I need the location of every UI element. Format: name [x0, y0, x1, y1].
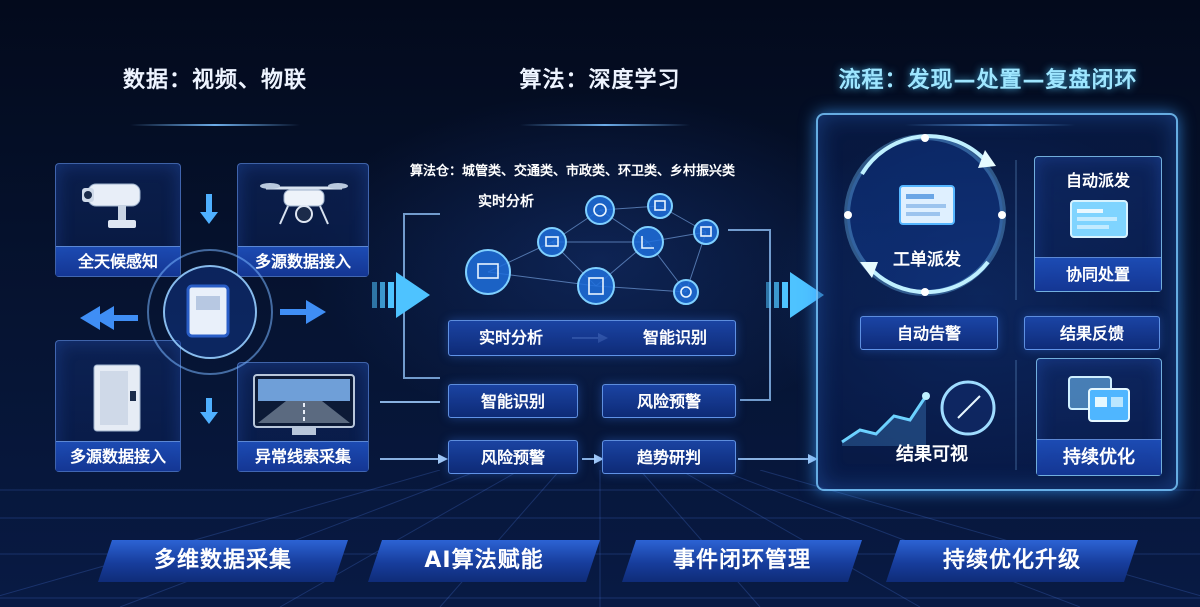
section-title-data: 数据：视频、物联 [122, 68, 307, 93]
heading-underline [520, 124, 690, 126]
heading-underline [130, 124, 300, 126]
realtime-to-recognition-bar: 实时分析 智能识别 [448, 320, 736, 356]
result-visual-label: 结果可视 [896, 444, 968, 465]
panel-label-multi-source-top: 多源数据接入 [238, 246, 368, 276]
section-title-algorithm: 算法：深度学习 [519, 68, 681, 93]
data-panel-anomaly: 异常线索采集 [237, 362, 369, 472]
algo-button-risk-warning-2[interactable]: 风险预警 [448, 440, 578, 474]
work-order-label: 工单派发 [893, 250, 961, 270]
algo-button-trend-analysis[interactable]: 趋势研判 [602, 440, 736, 474]
algorithm-warehouse-caption: 算法仓：城管类、交通类、市政类、环卫类、乡村振兴类 [410, 164, 736, 179]
dispatch-screen-icon [1070, 200, 1128, 238]
process-card-auto-dispatch: 自动派发 协同处置 [1034, 156, 1162, 292]
monitor-road-icon [253, 374, 355, 435]
flow-from-label: 实时分析 [479, 328, 544, 347]
algo-button-risk-warning[interactable]: 风险预警 [602, 384, 736, 418]
data-panel-multi-source-top: 多源数据接入 [237, 163, 369, 277]
section-title-process: 流程：发现—处置—复盘闭环 [838, 68, 1138, 93]
process-button-auto-alarm[interactable]: 自动告警 [860, 316, 998, 350]
banner-data-collection[interactable]: 多维数据采集 [98, 540, 348, 582]
data-panel-multi-source-bottom: 多源数据接入 [55, 340, 181, 472]
banner-ai-empowerment[interactable]: AI算法赋能 [368, 540, 600, 582]
cctv-camera-icon [82, 183, 141, 228]
optimize-label: 持续优化 [1037, 439, 1161, 475]
collab-label: 协同处置 [1035, 257, 1161, 291]
server-cabinet-icon [93, 364, 141, 432]
auto-dispatch-title: 自动派发 [1065, 171, 1130, 190]
process-button-result-feedback[interactable]: 结果反馈 [1024, 316, 1160, 350]
drone-icon [260, 183, 348, 225]
process-card-optimize: 持续优化 [1036, 358, 1162, 476]
panel-label-anomaly: 异常线索采集 [238, 441, 368, 471]
flow-to-label: 智能识别 [642, 328, 707, 347]
banner-event-loop[interactable]: 事件闭环管理 [622, 540, 862, 582]
panel-label-multi-source-bottom: 多源数据接入 [56, 441, 180, 471]
optimize-window-icon [1068, 376, 1130, 422]
heading-underline [905, 124, 1075, 126]
banner-continuous-upgrade[interactable]: 持续优化升级 [886, 540, 1138, 582]
algo-button-recognition[interactable]: 智能识别 [448, 384, 578, 418]
network-label: 实时分析 [478, 194, 534, 210]
data-panel-sensing: 全天候感知 [55, 163, 181, 277]
panel-label-sensing: 全天候感知 [56, 246, 180, 276]
